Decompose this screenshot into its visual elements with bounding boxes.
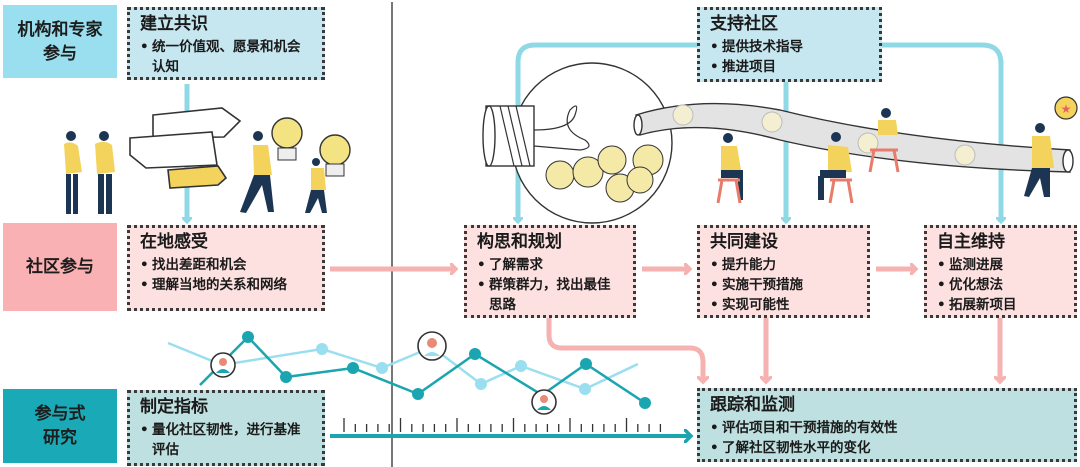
person-standing-2 bbox=[95, 131, 115, 214]
signpost-icon bbox=[129, 107, 242, 189]
box-title: 构思和规划 bbox=[477, 232, 562, 252]
box-title: 支持社区 bbox=[710, 14, 778, 34]
timeline-ticks bbox=[343, 418, 662, 432]
box-planning: 构思和规划 了解需求 群策群力，找出最佳思路 bbox=[464, 225, 636, 318]
big-lightbulb-icon bbox=[482, 62, 673, 224]
pipe-icon bbox=[633, 102, 1074, 173]
row-label-text: 社区参与 bbox=[26, 257, 94, 277]
box-bullet: 监测进展 bbox=[937, 255, 1064, 275]
person-seated-1 bbox=[716, 133, 743, 204]
box-bullet: 拓展新项目 bbox=[937, 295, 1064, 315]
avatar-1 bbox=[210, 352, 236, 378]
box-bullet: 提升能力 bbox=[710, 255, 857, 275]
svg-text:★: ★ bbox=[1061, 102, 1072, 116]
box-title: 建立共识 bbox=[140, 14, 208, 34]
row-label-text: 机构和专家 bbox=[17, 19, 103, 40]
box-title: 在地感受 bbox=[140, 232, 208, 252]
person-seated-2 bbox=[818, 132, 854, 204]
box-bullet: 实现可能性 bbox=[710, 295, 857, 315]
box-title: 共同建设 bbox=[710, 232, 778, 252]
row-label-research: 参与式 研究 bbox=[3, 389, 117, 463]
box-tracking: 跟踪和监测 评估项目和干预措施的有效性 了解社区韧性水平的变化 bbox=[697, 388, 1077, 462]
avatar-2 bbox=[417, 331, 447, 361]
box-support: 支持社区 提供技术指导 推进项目 bbox=[697, 7, 882, 82]
box-bullet: 找出差距和机会 bbox=[140, 255, 312, 275]
person-carrying-bulb-2 bbox=[305, 134, 351, 213]
box-bullet: 群策群力，找出最佳思路 bbox=[477, 275, 623, 315]
box-maintain: 自主维持 监测进展 优化想法 拓展新项目 bbox=[924, 225, 1077, 318]
arrow-planning-to-tracking bbox=[546, 318, 703, 382]
box-bullet: 统一价值观、愿景和机会认知 bbox=[140, 37, 312, 77]
person-standing-1 bbox=[64, 131, 82, 214]
arrow-support-to-planning bbox=[518, 42, 697, 222]
box-bullet: 理解当地的关系和网络 bbox=[140, 275, 312, 295]
box-bullet: 量化社区韧性，进行基准评估 bbox=[140, 420, 312, 460]
box-bullet: 了解社区韧性水平的变化 bbox=[710, 438, 1064, 458]
box-bullet: 了解需求 bbox=[477, 255, 623, 275]
person-carrying-bulb-1 bbox=[240, 117, 303, 213]
row-label-text: 参与式 bbox=[34, 404, 86, 424]
avatar-3 bbox=[531, 389, 557, 415]
box-bullet: 优化想法 bbox=[937, 275, 1064, 295]
arrow-support-to-maintain bbox=[882, 42, 1001, 222]
row-label-community: 社区参与 bbox=[3, 223, 117, 311]
box-indicators: 制定指标 量化社区韧性，进行基准评估 bbox=[127, 390, 325, 466]
box-consensus: 建立共识 统一价值观、愿景和机会认知 bbox=[127, 7, 325, 80]
box-title: 跟踪和监测 bbox=[710, 395, 795, 415]
box-local: 在地感受 找出差距和机会 理解当地的关系和网络 bbox=[127, 225, 325, 311]
person-holding-star-bulb: ★ bbox=[1024, 96, 1078, 197]
box-bullet: 推进项目 bbox=[710, 57, 869, 77]
trend-points-dark bbox=[242, 331, 651, 409]
box-bullet: 实施干预措施 bbox=[710, 275, 857, 295]
row-label-text: 研究 bbox=[43, 428, 77, 448]
row-label-text: 参与 bbox=[43, 43, 77, 64]
box-bullet: 提供技术指导 bbox=[710, 37, 869, 57]
trend-points-light bbox=[316, 343, 591, 395]
box-title: 制定指标 bbox=[140, 397, 208, 417]
box-cobuild: 共同建设 提升能力 实施干预措施 实现可能性 bbox=[697, 225, 870, 318]
box-bullet: 评估项目和干预措施的有效性 bbox=[710, 418, 1064, 438]
box-title: 自主维持 bbox=[937, 232, 1005, 252]
row-label-institution: 机构和专家 参与 bbox=[3, 5, 117, 78]
person-seated-3 bbox=[868, 108, 900, 173]
